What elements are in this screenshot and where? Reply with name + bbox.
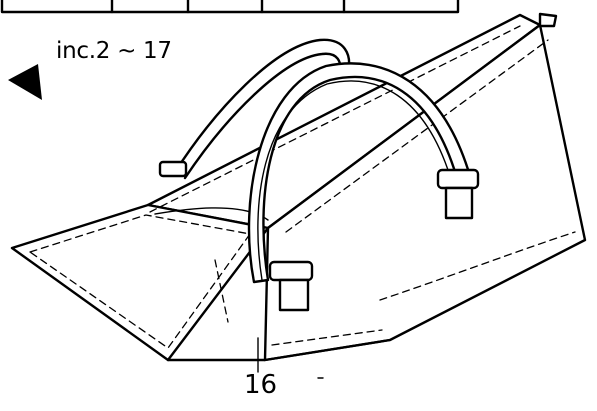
triangle-pointer-icon [8,64,42,100]
part-number-label: 16 [244,370,278,400]
back-handle [173,38,351,180]
bag-body [10,12,587,362]
increment-range-label: inc.2 ~ 17 [56,38,172,64]
parts-table-fragment [0,0,460,14]
strap-loops [158,160,480,312]
